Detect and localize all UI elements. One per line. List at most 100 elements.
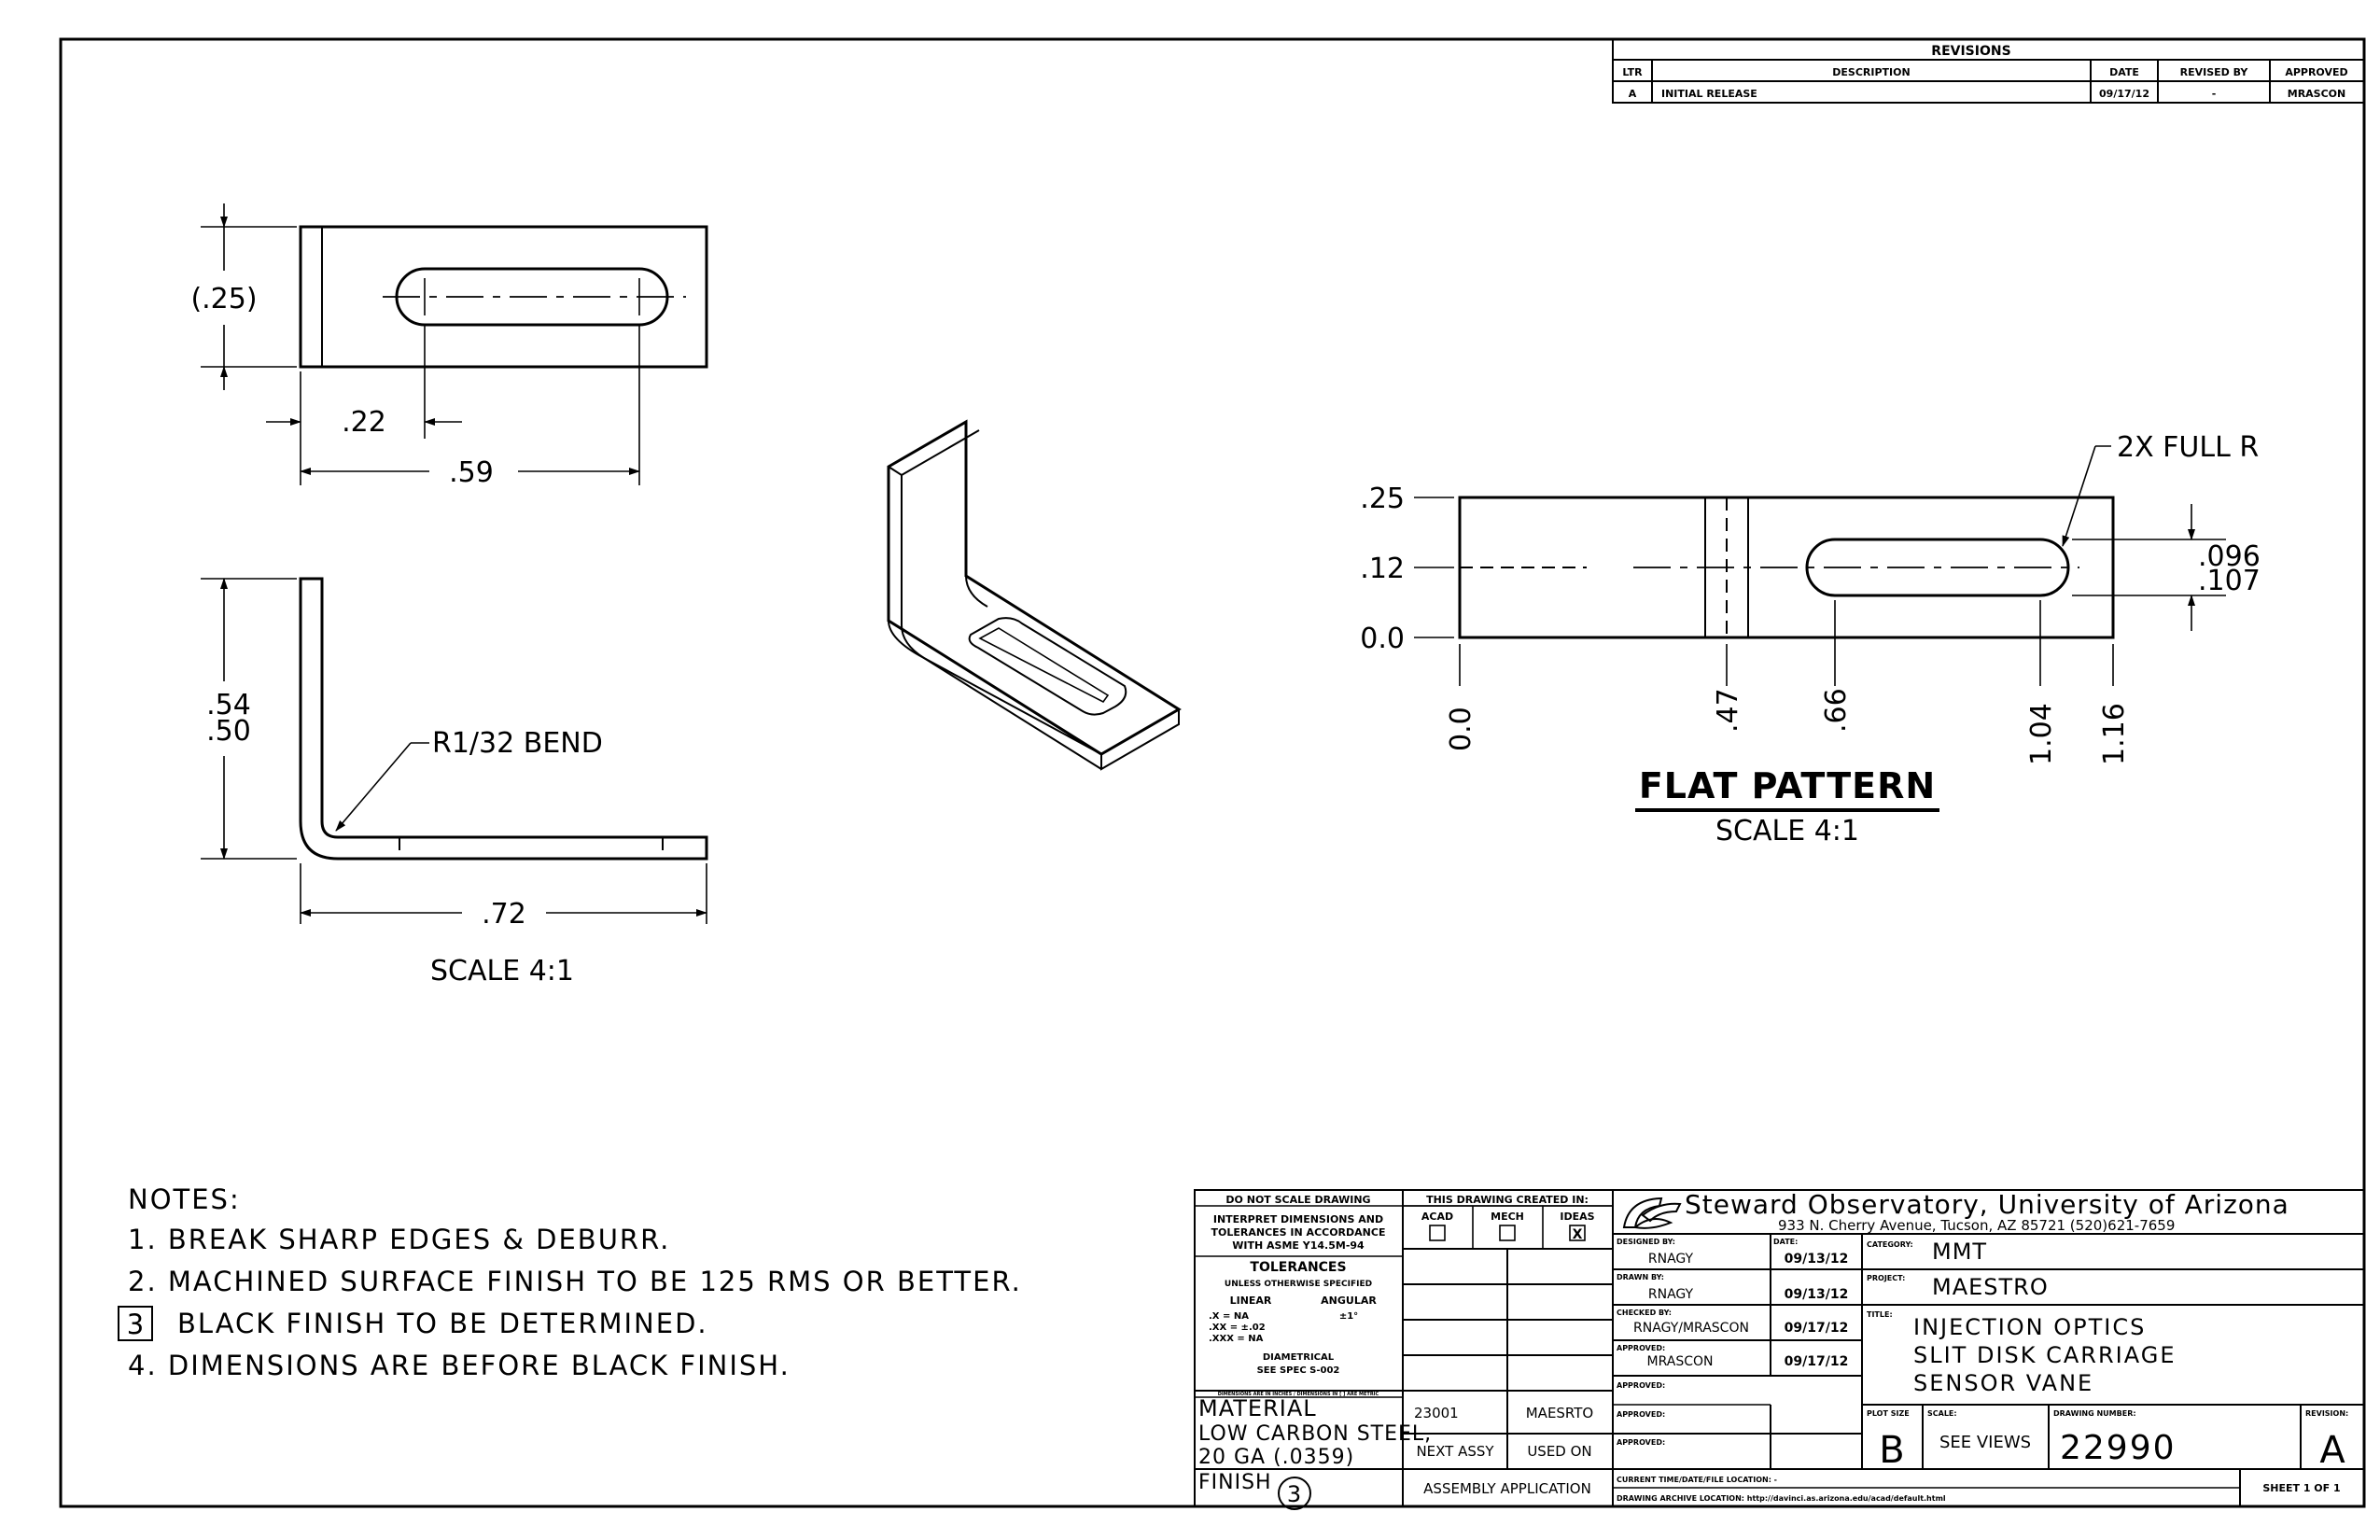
tb-created-in: THIS DRAWING CREATED IN: [1426,1194,1589,1206]
dim-height-b: .50 [206,715,251,748]
tb-drawn-by: RNAGY [1648,1287,1694,1302]
revision-row-date: 09/17/12 [2099,88,2149,100]
revisions-header-description: DESCRIPTION [1832,66,1910,78]
tb-checked-by: RNAGY/MRASCON [1633,1321,1749,1336]
tb-checked-date: 09/17/12 [1785,1321,1849,1336]
tb-archive-location: DRAWING ARCHIVE LOCATION: http://davinci… [1617,1494,1946,1503]
tb-category: MMT [1932,1239,1987,1265]
tb-title-label: TITLE: [1867,1310,1893,1319]
dim-length: .72 [482,898,526,931]
tb-tol-xx: .XX = ±.02 [1209,1323,1266,1333]
tb-org-address: 933 N. Cherry Avenue, Tucson, AZ 85721 (… [1778,1217,2175,1234]
isometric-view [887,419,1182,771]
revision-row-revised-by: - [2212,88,2217,100]
tb-project: MAESTRO [1932,1274,2049,1300]
tb-ideas: IDEAS [1560,1211,1594,1223]
tb-unless: UNLESS OTHERWISE SPECIFIED [1225,1280,1372,1289]
tb-org-name: Steward Observatory, University of Arizo… [1685,1189,2289,1220]
y-ordinate-zero: 0.0 [1360,623,1405,655]
tb-scale: SEE VIEWS [1939,1433,2031,1452]
front-view-scale: SCALE 4:1 [430,955,574,987]
tb-mech-checkbox [1499,1225,1516,1241]
x-ordinate-066: .66 [1820,688,1853,733]
flat-pattern-scale: SCALE 4:1 [1715,815,1859,847]
revisions-header-ltr: LTR [1622,66,1643,78]
revision-row-description: INITIAL RELEASE [1661,88,1757,100]
tb-ideas-checkbox [1569,1225,1586,1241]
front-view: .54 .50 R1/32 BEND .72 SCALE 4:1 [201,577,708,987]
tb-tolerances: TOLERANCES [1250,1260,1346,1275]
tb-tol-ang: ±1° [1339,1311,1358,1322]
tb-current-location: CURRENT TIME/DATE/FILE LOCATION: - [1617,1476,1777,1484]
slot-width-a: .096 [2198,540,2261,573]
tb-drawn-date: 09/13/12 [1785,1287,1849,1302]
revisions-header-revised-by: REVISED BY [2180,66,2249,78]
flat-pattern-title: FLAT PATTERN [1639,765,1936,806]
tb-interpret-3: WITH ASME Y14.5M-94 [1232,1239,1365,1252]
dim-height-a: .54 [206,689,251,721]
steward-logo-icon [1622,1197,1682,1229]
tb-approved-label-4: APPROVED: [1617,1438,1665,1447]
note-3: BLACK FINISH TO BE DETERMINED. [177,1308,708,1339]
note-4: 4. DIMENSIONS ARE BEFORE BLACK FINISH. [128,1350,791,1381]
bend-note: R1/32 BEND [432,727,603,760]
tb-approved-label-3: APPROVED: [1617,1410,1665,1419]
tb-drawing-number-label: DRAWING NUMBER: [2053,1409,2136,1418]
tb-title-1: INJECTION OPTICS [1913,1314,2146,1340]
revisions-title: REVISIONS [1931,44,2010,59]
dim-slot-start: .22 [342,406,386,439]
tb-plot-size-label: PLOT SIZE [1867,1409,1910,1418]
tb-material-label: MATERIAL [1198,1395,1317,1421]
y-ordinate-top: .25 [1360,483,1405,515]
tb-approved-label-1: APPROVED: [1617,1344,1665,1352]
revisions-header-date: DATE [2109,66,2139,78]
tb-ideas-mark: X [1573,1227,1583,1242]
tb-diametrical: DIAMETRICAL [1263,1352,1335,1363]
x-ordinate-zero: 0.0 [1445,707,1477,751]
tb-designed-by-label: DESIGNED BY: [1617,1238,1675,1246]
tb-sheet: SHEET 1 OF 1 [2262,1482,2340,1494]
tb-next-assy-value: 23001 [1414,1405,1459,1421]
note-3-flag [118,1306,153,1341]
x-ordinate-116: 1.16 [2098,703,2131,765]
tb-material-1: LOW CARBON STEEL, [1198,1422,1432,1446]
tb-used-on: USED ON [1527,1443,1591,1460]
title-block: DO NOT SCALE DRAWING INTERPRET DIMENSION… [1194,1189,2365,1510]
tb-acad: ACAD [1421,1211,1453,1223]
tb-drawn-by-label: DRAWN BY: [1617,1273,1664,1281]
note-2: 2. MACHINED SURFACE FINISH TO BE 125 RMS… [128,1266,1022,1297]
tb-next-assy: NEXT ASSY [1416,1443,1494,1460]
tb-assembly-application: ASSEMBLY APPLICATION [1423,1480,1591,1497]
tb-finish-flag-number: 3 [1287,1481,1302,1507]
slot-width-b: .107 [2198,565,2261,597]
notes-heading: NOTES: [128,1183,241,1215]
tb-interpret-1: INTERPRET DIMENSIONS AND [1213,1213,1383,1225]
revision-row-approved: MRASCON [2288,88,2345,100]
tb-checked-by-label: CHECKED BY: [1617,1309,1672,1317]
tb-tol-xxx: .XXX = NA [1209,1334,1264,1344]
tb-linear: LINEAR [1230,1295,1272,1307]
dim-slot-end: .59 [449,456,494,489]
revision-row-ltr: A [1629,88,1637,100]
tb-designed-by: RNAGY [1648,1252,1694,1267]
tb-title-3: SENSOR VANE [1913,1370,2093,1396]
tb-used-on-value: MAESRTO [1526,1405,1594,1421]
note-3-flag-number: 3 [127,1309,144,1340]
notes-block: NOTES: 1. BREAK SHARP EDGES & DEBURR. 2.… [118,1183,1022,1381]
tb-mech: MECH [1491,1211,1524,1223]
tb-do-not-scale: DO NOT SCALE DRAWING [1225,1194,1370,1206]
tb-acad-checkbox [1429,1225,1446,1241]
tb-revision: A [2319,1429,2345,1472]
tb-material-2: 20 GA (.0359) [1198,1446,1354,1469]
dim-thickness: (.25) [190,283,257,315]
y-ordinate-mid: .12 [1360,553,1405,585]
tb-see-spec: SEE SPEC S-002 [1257,1365,1340,1376]
tb-scale-label: SCALE: [1927,1409,1957,1418]
tb-tol-x: .X = NA [1209,1311,1249,1322]
top-view: (.25) .22 .59 [190,203,708,489]
tb-finish-flag [1278,1477,1311,1510]
tb-plot-size: B [1879,1429,1904,1472]
note-1: 1. BREAK SHARP EDGES & DEBURR. [128,1224,670,1255]
flat-pattern-view: .25 .12 0.0 0.0 .47 .66 1.04 1.16 2X FUL… [1360,431,2261,847]
